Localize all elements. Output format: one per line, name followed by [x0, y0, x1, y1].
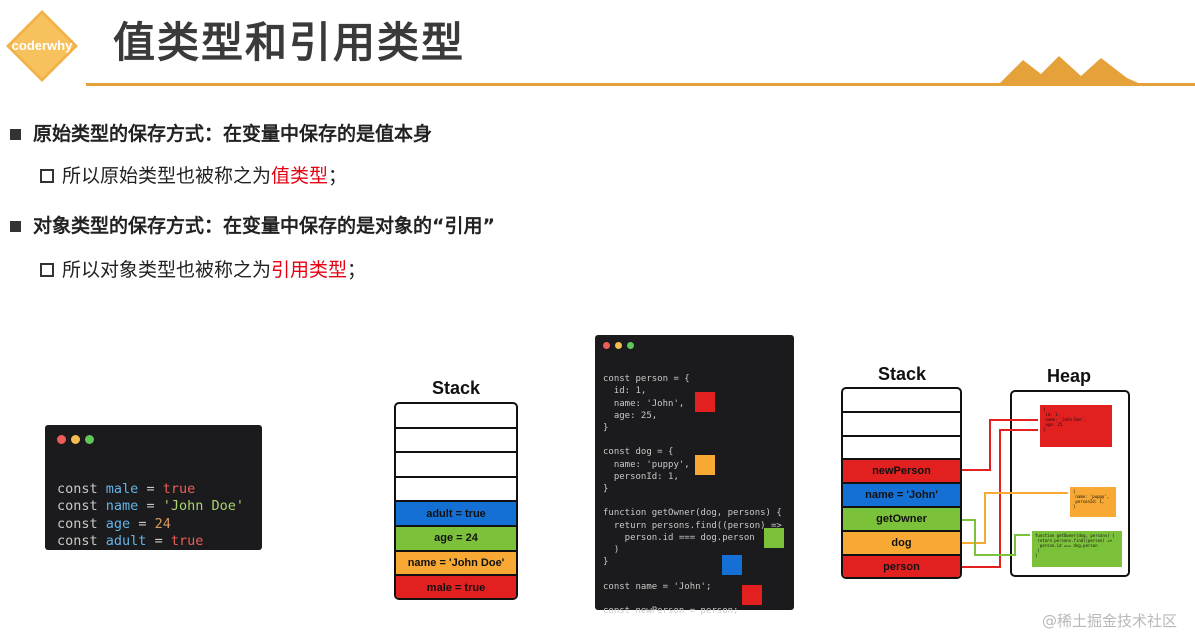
code-line — [603, 495, 782, 507]
marker-orange — [695, 455, 715, 475]
hollow-square-bullet-icon — [40, 263, 54, 277]
title-underline — [86, 83, 1195, 86]
heap-label: Heap — [1046, 366, 1091, 386]
stack1-cell — [396, 429, 516, 454]
value-type-highlight: 值类型 — [271, 165, 329, 187]
stack1-cell-male: male = true — [396, 576, 516, 598]
stack2-cell-getowner: getOwner — [843, 507, 960, 532]
stack2-cell-dog: dog — [843, 531, 960, 556]
code-line: const male = true — [57, 480, 196, 497]
code-line: const dog = { — [603, 447, 674, 458]
green-dot-icon — [85, 435, 94, 444]
code-line — [603, 568, 782, 580]
red-dot-icon — [603, 342, 610, 349]
stack1-cell-adult: adult = true — [396, 502, 516, 527]
code-line: const newPerson = person; — [603, 606, 739, 617]
sub-bullet-prefix: 所以原始类型也被称之为 — [62, 165, 272, 187]
sub-bullet-suffix: ； — [347, 259, 367, 281]
code-line: const name = 'John'; — [603, 581, 712, 592]
stack1-cell — [396, 478, 516, 503]
stack1-cell-name: name = 'John Doe' — [396, 551, 516, 577]
code-line: ) — [603, 545, 620, 556]
heap-getowner-function: function getOwner(dog, persons) { return… — [1032, 531, 1122, 567]
sub-bullet-value-type: 所以原始类型也被称之为值类型； — [40, 163, 347, 189]
stack1-cell — [396, 453, 516, 478]
stack2-cell — [843, 389, 960, 413]
watermark: @稀土掘金技术社区 — [1041, 612, 1177, 630]
stack2-cell-name: name = 'John' — [843, 484, 960, 508]
code-line — [603, 434, 782, 446]
stack2-cell-newperson: newPerson — [843, 460, 960, 485]
stack1: adult = true age = 24 name = 'John Doe' … — [394, 402, 518, 600]
code-line: } — [603, 423, 609, 434]
yellow-dot-icon — [615, 342, 622, 349]
bullet-object-text: 对象类型的保存方式：在变量中保存的是对象的“引用” — [33, 215, 495, 237]
code-line: function getOwner(dog, persons) { — [603, 508, 782, 519]
bullet-object: 对象类型的保存方式：在变量中保存的是对象的“引用” — [10, 213, 495, 239]
square-bullet-icon — [10, 220, 21, 232]
bullet-primitive: 原始类型的保存方式：在变量中保存的是值本身 — [10, 121, 432, 147]
code-line: const person = { — [603, 374, 690, 385]
code-line: } — [603, 484, 609, 495]
heap: { id: 1, name: 'John Doe', age: 25 } { n… — [1010, 390, 1130, 577]
marker-green — [764, 528, 784, 548]
window-dots — [57, 435, 94, 444]
code-line: const age = 24 — [57, 515, 171, 532]
code-objects: const person = { id: 1, name: 'John', ag… — [603, 361, 782, 642]
logo-diamond-icon: coderwhy — [6, 10, 78, 82]
mountains-decoration-icon — [997, 56, 1145, 86]
green-dot-icon — [627, 342, 634, 349]
code-line: personId: 1, — [603, 471, 679, 482]
code-line: name: 'John', — [603, 398, 685, 409]
window-dots — [603, 342, 634, 349]
code-line: person.id === dog.person — [603, 532, 755, 543]
logo-text: coderwhy — [12, 38, 73, 53]
marker-red — [695, 392, 715, 412]
yellow-dot-icon — [71, 435, 80, 444]
code-line: name: 'puppy', — [603, 459, 690, 470]
stack1-cell — [396, 404, 516, 429]
sub-bullet-prefix: 所以对象类型也被称之为 — [62, 259, 272, 281]
stack2-cell-person: person — [843, 555, 960, 577]
page-title: 值类型和引用类型 — [113, 18, 466, 67]
marker-red-2 — [742, 585, 762, 605]
square-bullet-icon — [10, 128, 21, 140]
code-line: age: 25, — [603, 410, 658, 421]
sub-bullet-suffix: ； — [328, 165, 348, 187]
bullet-primitive-text: 原始类型的保存方式：在变量中保存的是值本身 — [33, 123, 433, 145]
heap-dog-object: { name: 'puppy', personId: 1, } — [1070, 487, 1116, 517]
hollow-square-bullet-icon — [40, 169, 54, 183]
stack1-cell-age: age = 24 — [396, 526, 516, 552]
stack2: newPerson name = 'John' getOwner dog per… — [841, 387, 962, 579]
reference-type-highlight: 引用类型 — [271, 259, 348, 281]
code-window-objects: const person = { id: 1, name: 'John', ag… — [595, 335, 794, 616]
marker-blue — [722, 555, 742, 575]
stack2-cell — [843, 437, 960, 461]
sub-bullet-reference-type: 所以对象类型也被称之为引用类型； — [40, 257, 366, 283]
red-dot-icon — [57, 435, 66, 444]
code-line: const adult = true — [57, 533, 204, 549]
code-line: const name = 'John Doe' — [57, 498, 244, 514]
code-line: return persons.find((person) => — [603, 520, 782, 531]
heap-person-object: { id: 1, name: 'John Doe', age: 25 } — [1040, 405, 1112, 447]
stack2-label: Stack — [877, 364, 927, 384]
stack1-label: Stack — [431, 378, 481, 398]
code-line: } — [603, 557, 609, 568]
coderwhy-logo: coderwhy — [4, 8, 80, 84]
stack2-cell — [843, 413, 960, 437]
code-line: id: 1, — [603, 386, 647, 397]
